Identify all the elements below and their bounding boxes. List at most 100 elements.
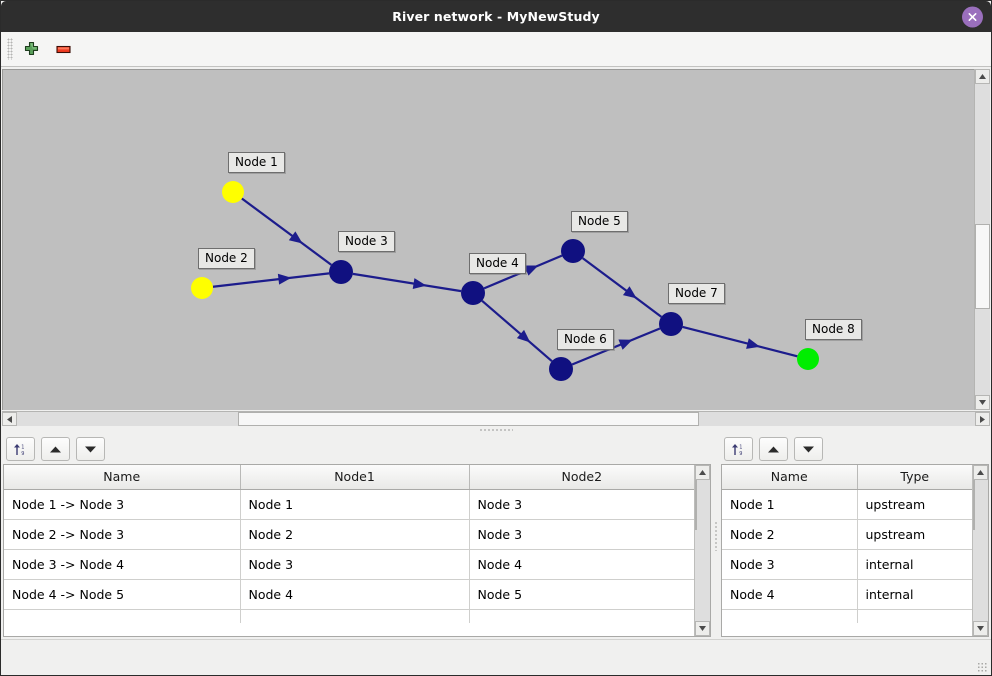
scroll-up-icon[interactable] xyxy=(975,69,990,84)
table-cell[interactable]: Node 3 xyxy=(240,549,470,580)
node-label-node-2[interactable]: Node 2 xyxy=(198,248,255,269)
column-header-node1[interactable]: Node1 xyxy=(240,465,470,490)
graph-node-node-4[interactable] xyxy=(461,281,485,305)
nodes-scroll-up-icon[interactable] xyxy=(973,465,988,480)
status-bar xyxy=(1,639,991,675)
graph-node-node-1[interactable] xyxy=(222,181,244,203)
toolbar-grip[interactable] xyxy=(7,38,13,60)
table-cell[interactable]: Node 3 -> Node 4 xyxy=(4,549,241,580)
node-label-node-3[interactable]: Node 3 xyxy=(338,231,395,252)
table-cell[interactable]: Node 4 xyxy=(722,579,858,610)
canvas-horizontal-scrollbar[interactable] xyxy=(2,411,990,426)
node-label-node-1[interactable]: Node 1 xyxy=(228,152,285,173)
table-cell[interactable]: Node 3 xyxy=(722,549,858,580)
branches-vscroll-thumb[interactable] xyxy=(695,480,698,530)
node-label-node-6[interactable]: Node 6 xyxy=(557,329,614,350)
edge-Node3-to-Node4[interactable] xyxy=(352,272,462,293)
graph-node-node-5[interactable] xyxy=(561,239,585,263)
node-label-node-5[interactable]: Node 5 xyxy=(571,211,628,232)
graph-node-node-8[interactable] xyxy=(797,348,819,370)
table-cell[interactable]: Node 4 -> Node 5 xyxy=(4,579,241,610)
edge-Node2-to-Node3[interactable] xyxy=(212,272,330,288)
move-node-up-button[interactable] xyxy=(759,437,788,461)
table-cell[interactable]: Node 3 xyxy=(469,489,695,520)
table-cell[interactable]: upstream xyxy=(857,489,972,520)
branches-vertical-scrollbar[interactable] xyxy=(694,465,711,636)
table-cell[interactable]: internal xyxy=(857,579,972,610)
canvas-vertical-scrollbar[interactable] xyxy=(974,69,990,410)
canvas-hscroll-track[interactable] xyxy=(17,412,975,426)
branches-scroll-down-icon[interactable] xyxy=(695,621,711,636)
close-icon[interactable] xyxy=(962,6,983,27)
node-label-node-4[interactable]: Node 4 xyxy=(469,253,526,274)
remove-node-button[interactable] xyxy=(49,36,77,62)
branches-vscroll-track[interactable] xyxy=(695,480,711,621)
table-cell[interactable]: Node 2 -> Node 3 xyxy=(4,519,241,550)
graph-node-node-2[interactable] xyxy=(191,277,213,299)
edge-Node4-to-Node6[interactable] xyxy=(481,300,553,362)
table-cell[interactable]: Node 5 xyxy=(469,579,695,610)
graph-node-node-6[interactable] xyxy=(549,357,573,381)
canvas-hscroll-thumb[interactable] xyxy=(238,412,699,426)
canvas-vscroll-thumb[interactable] xyxy=(975,224,990,309)
add-node-button[interactable] xyxy=(17,36,45,62)
table-cell-empty xyxy=(469,609,695,623)
svg-text:1: 1 xyxy=(21,444,24,450)
main-toolbar xyxy=(1,32,991,67)
nodes-scroll-down-icon[interactable] xyxy=(973,621,988,636)
edge-Node7-to-Node8[interactable] xyxy=(682,325,798,358)
move-branch-up-button[interactable] xyxy=(41,437,70,461)
canvas-vscroll-track[interactable] xyxy=(975,84,990,395)
scroll-right-icon[interactable] xyxy=(975,412,990,426)
scroll-down-icon[interactable] xyxy=(975,395,990,410)
nodes-vscroll-track[interactable] xyxy=(973,480,988,621)
vertical-splitter[interactable] xyxy=(711,434,721,637)
horizontal-splitter[interactable] xyxy=(2,426,990,434)
node-label-node-7[interactable]: Node 7 xyxy=(668,283,725,304)
column-header-name[interactable]: Name xyxy=(722,465,858,490)
branches-scroll-up-icon[interactable] xyxy=(695,465,711,480)
node-label-node-8[interactable]: Node 8 xyxy=(805,319,862,340)
column-header-name[interactable]: Name xyxy=(4,465,241,490)
table-cell[interactable]: Node 1 xyxy=(240,489,470,520)
network-canvas[interactable]: Node 1 Node 2 Node 3 Node 4 Node 5 Node 6 Node… xyxy=(2,69,974,410)
edge-Node6-to-Node7[interactable] xyxy=(571,327,661,366)
sort-branches-button[interactable]: 1 9 xyxy=(6,437,35,461)
column-header-node2[interactable]: Node2 xyxy=(469,465,695,490)
graph-node-node-7[interactable] xyxy=(659,312,683,336)
table-cell[interactable]: Node 2 xyxy=(722,519,858,550)
column-header-type[interactable]: Type xyxy=(857,465,972,490)
table-cell[interactable]: internal xyxy=(857,549,972,580)
table-cell[interactable]: Node 3 xyxy=(469,519,695,550)
table-cell[interactable]: Node 1 -> Node 3 xyxy=(4,489,241,520)
nodes-vscroll-thumb[interactable] xyxy=(973,480,975,530)
edge-Node1-to-Node3[interactable] xyxy=(241,197,333,266)
table-cell[interactable]: Node 1 xyxy=(722,489,858,520)
table-row-empty xyxy=(722,609,972,623)
table-cell[interactable]: Node 4 xyxy=(469,549,695,580)
move-branch-down-button[interactable] xyxy=(76,437,105,461)
table-cell[interactable]: Node 2 xyxy=(240,519,470,550)
sort-nodes-button[interactable]: 1 9 xyxy=(724,437,753,461)
resize-grip[interactable] xyxy=(977,662,987,672)
scroll-left-icon[interactable] xyxy=(2,412,17,426)
table-cell-empty xyxy=(722,609,858,623)
move-node-down-button[interactable] xyxy=(794,437,823,461)
graph-node-node-3[interactable] xyxy=(329,260,353,284)
edge-Node5-to-Node7[interactable] xyxy=(581,257,663,318)
edge-arrow-icon xyxy=(288,231,303,244)
table-cell[interactable]: upstream xyxy=(857,519,972,550)
table-cell[interactable]: Node 4 xyxy=(240,579,470,610)
nodes-vertical-scrollbar[interactable] xyxy=(972,465,988,636)
plus-icon xyxy=(24,41,38,55)
